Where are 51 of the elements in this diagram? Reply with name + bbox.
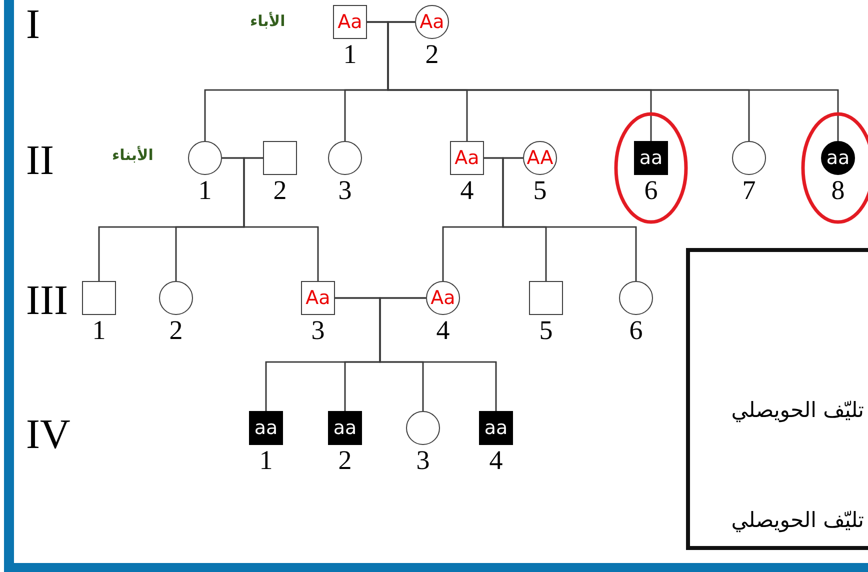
generation-label: الأباء <box>250 14 286 29</box>
individual-number: 5 <box>538 317 554 344</box>
individual-number: 4 <box>435 317 451 344</box>
individual-number: 4 <box>488 447 504 474</box>
individual-number: 1 <box>197 177 213 204</box>
circle-symbol <box>328 141 362 175</box>
generation-numeral: II <box>26 140 54 182</box>
legend-text: تليّف الحويصلي <box>731 510 864 531</box>
individual-number: 7 <box>741 177 757 204</box>
individual-number: 4 <box>459 177 475 204</box>
generation-numeral: IV <box>26 414 70 456</box>
circle-symbol: Aa <box>415 5 449 39</box>
individual-number: 1 <box>91 317 107 344</box>
descent-line <box>379 297 497 411</box>
circle-symbol <box>619 281 653 315</box>
individual-number: 2 <box>168 317 184 344</box>
circle-symbol <box>188 141 222 175</box>
individual-number: 1 <box>342 41 358 68</box>
legend-box <box>686 248 868 550</box>
individual-number: 6 <box>628 317 644 344</box>
square-symbol <box>82 281 116 315</box>
square-symbol <box>263 141 297 175</box>
circle-symbol <box>406 411 440 445</box>
filled-square-symbol: aa <box>634 141 668 175</box>
generation-label: الأبناء <box>112 148 154 163</box>
filled-square-symbol: aa <box>328 411 362 445</box>
circle-symbol <box>159 281 193 315</box>
legend-text: تليّف الحويصلي <box>731 400 864 421</box>
filled-square-symbol: aa <box>479 411 513 445</box>
circle-symbol <box>732 141 766 175</box>
individual-number: 6 <box>643 177 659 204</box>
descent-line <box>243 157 319 281</box>
individual-number: 2 <box>337 447 353 474</box>
generation-numeral: I <box>26 4 40 46</box>
filled-square-symbol: aa <box>249 411 283 445</box>
generation-numeral: III <box>26 280 68 322</box>
individual-number: 3 <box>310 317 326 344</box>
individual-number: 5 <box>532 177 548 204</box>
individual-number: 2 <box>424 41 440 68</box>
square-symbol: Aa <box>450 141 484 175</box>
individual-number: 3 <box>415 447 431 474</box>
square-symbol <box>529 281 563 315</box>
circle-symbol: Aa <box>426 281 460 315</box>
circle-symbol: AA <box>523 141 557 175</box>
individual-number: 1 <box>258 447 274 474</box>
square-symbol: Aa <box>301 281 335 315</box>
filled-circle-symbol: aa <box>821 141 855 175</box>
individual-number: 2 <box>272 177 288 204</box>
square-symbol: Aa <box>333 5 367 39</box>
individual-number: 8 <box>830 177 846 204</box>
individual-number: 3 <box>337 177 353 204</box>
